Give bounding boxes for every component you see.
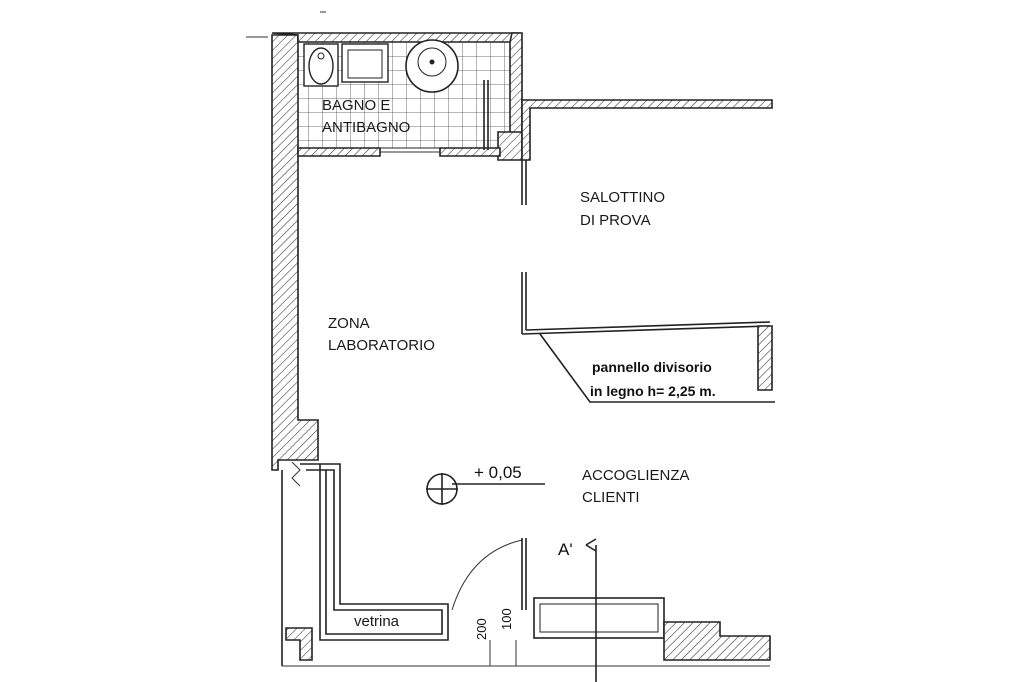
dimension-100: 100 bbox=[499, 608, 514, 630]
counter bbox=[533, 597, 771, 661]
section-marker-label: A' bbox=[558, 540, 573, 559]
fitting-room-label-1: SALOTTINO bbox=[580, 189, 665, 206]
partition-label-1: pannello divisorio bbox=[592, 359, 712, 375]
showcase bbox=[285, 461, 449, 661]
showcase-label: vetrina bbox=[354, 613, 400, 630]
scan-marks bbox=[246, 11, 326, 38]
sink-icon bbox=[405, 39, 459, 93]
floor-level-value: + 0,05 bbox=[474, 463, 522, 482]
workshop-label-1: ZONA bbox=[328, 315, 370, 332]
door-swing bbox=[451, 538, 527, 611]
fitting-room-label-2: DI PROVA bbox=[580, 212, 651, 229]
section-line bbox=[585, 538, 597, 682]
bathroom-right-wall-lower bbox=[497, 131, 523, 161]
reception-label-1: ACCOGLIENZA bbox=[582, 467, 690, 484]
left-wall bbox=[271, 34, 319, 471]
reception-label-2: CLIENTI bbox=[582, 489, 640, 506]
top-wall bbox=[271, 32, 521, 43]
bathroom-bottom-wall bbox=[297, 147, 381, 157]
level-marker-icon bbox=[426, 473, 545, 505]
toilet-icon bbox=[303, 43, 339, 87]
dimension-200: 200 bbox=[474, 618, 489, 640]
bidet-icon bbox=[341, 43, 389, 83]
partition-label-2: in legno h= 2,25 m. bbox=[590, 383, 716, 399]
bathroom-label-1: BAGNO E bbox=[322, 97, 390, 114]
workshop-label-2: LABORATORIO bbox=[328, 337, 435, 354]
bathroom-label-2: ANTIBAGNO bbox=[322, 119, 410, 136]
fitting-top-wall bbox=[521, 99, 773, 161]
